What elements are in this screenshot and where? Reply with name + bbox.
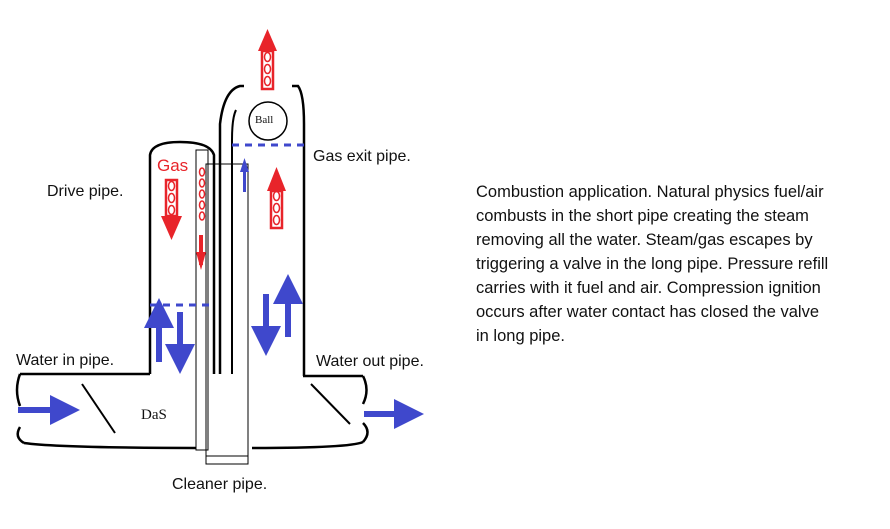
ball	[248, 101, 288, 141]
red-down-arrow-cleaner	[196, 235, 206, 270]
gas-bubbles	[167, 51, 281, 226]
drive-pipe	[148, 140, 216, 374]
water-in-pipe-label: Water in pipe.	[16, 352, 115, 369]
gas-exit-pipe-label: Gas exit pipe.	[313, 148, 411, 165]
cleaner-pipe-outer	[205, 163, 249, 465]
water-in-pipe-edge	[81, 383, 116, 434]
red-up-arrow-top	[258, 29, 277, 91]
gas-exit-pipe	[218, 84, 244, 374]
gas-label: Gas	[157, 156, 189, 175]
gas-exit-pipe-right	[292, 84, 306, 376]
das-label: DaS	[141, 407, 167, 423]
blue-small-up-arrow	[240, 158, 249, 192]
cleaner-pipe	[195, 149, 209, 451]
water-out-pipe-edge	[310, 383, 351, 425]
drive-pipe-label: Drive pipe.	[47, 183, 124, 200]
blue-water-arrows	[18, 274, 424, 429]
inner-wall	[231, 109, 237, 374]
water-out-pipe-label: Water out pipe.	[316, 353, 424, 370]
ball-label: Ball	[255, 114, 274, 126]
red-up-arrow-exit	[267, 167, 286, 230]
red-down-arrow-drive	[161, 178, 182, 240]
base-chamber	[15, 372, 369, 450]
cleaner-pipe-label: Cleaner pipe.	[172, 476, 268, 493]
description-text: Combustion application. Natural physics …	[476, 183, 829, 345]
